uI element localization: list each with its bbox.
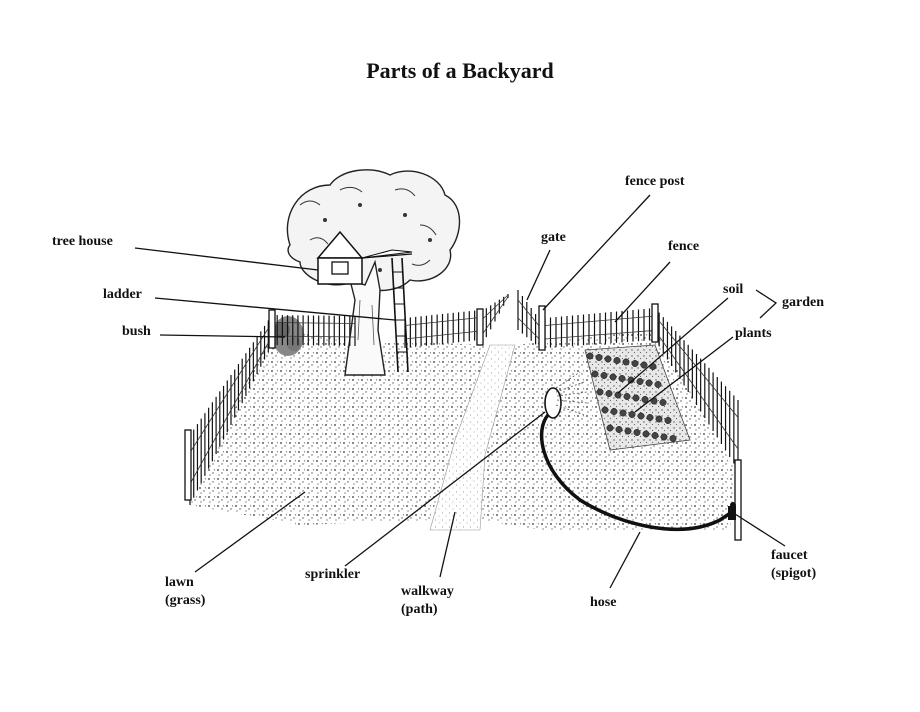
garden-bracket [755,289,778,319]
pointer-lines [134,194,786,589]
right-side-fence [654,308,739,470]
lawn-label: lawn (grass) [165,574,205,610]
lawn-label-line1: lawn [165,575,194,590]
plant [622,358,630,366]
back-middle-fence [404,310,481,348]
plant [655,415,663,423]
walkway-label: walkway (path) [401,583,454,619]
faucet [728,502,736,520]
left-gate-fence [481,294,509,345]
walkway-label-line1: walkway [401,584,454,599]
plant [659,399,667,406]
hose-label: hose [590,595,617,610]
hose [539,413,733,531]
walkway-pointer [439,511,456,578]
lawn-area [190,330,490,525]
bush-pointer [159,334,286,338]
plant [628,411,636,418]
plant [600,372,608,379]
fence-post-corner-right [651,303,659,343]
plant [605,390,613,397]
plant [619,409,627,417]
back-right-fence [544,308,656,348]
gate-label: gate [541,230,566,245]
lawn-pointer [194,491,306,573]
plant [654,381,662,388]
fence-post-gate-left [476,308,484,346]
faucet-label: faucet (spigot) [771,547,816,583]
plant [624,427,632,435]
fence-pointer [614,261,671,323]
sprinkler-label: sprinkler [305,567,361,582]
plant [606,424,614,432]
fence-label: fence [668,239,700,254]
plant [609,373,617,381]
garden-bed [584,344,691,451]
faucet-label-line1: faucet [771,548,808,563]
plant [615,426,623,433]
plant [633,429,641,436]
hose-pointer [609,531,641,589]
plant [632,394,640,402]
soil-pointer [617,297,729,394]
garden-label: garden [782,295,824,310]
plant [651,432,659,439]
plant [591,370,599,378]
ladder-pointer [154,297,396,321]
plant [642,430,650,438]
sprinkler [544,371,588,419]
walkway-label-line2: (path) [401,602,438,617]
plant [660,433,668,441]
plant [645,379,653,387]
gate-pointer [526,249,551,301]
gate [517,290,541,348]
soil-label: soil [723,282,744,297]
ladder-label: ladder [103,287,142,302]
plant [595,354,603,361]
plant [631,360,639,367]
faucet-label-line2: (spigot) [771,566,817,581]
plant [601,406,609,414]
fence-post-front-left [184,429,192,501]
plants-pointer [634,336,734,413]
plants [586,352,677,442]
plant [627,376,635,384]
plant [641,396,649,403]
plant [636,378,644,385]
plant [669,435,677,442]
fence-post [538,305,546,351]
tree-house [316,230,413,285]
faucet-pointer [734,513,786,547]
lawn-label-line2: (grass) [165,593,206,608]
fence-post-front-right [734,459,742,541]
plant [610,408,618,415]
tree-house-label: tree house [52,234,113,249]
fence-post-label: fence post [625,174,685,189]
plant [604,355,612,363]
bush-label: bush [122,324,151,339]
plant [596,388,604,396]
plant [637,412,645,420]
fence-post-corner-left [268,309,276,349]
plant [640,361,648,369]
tree-house-pointer [134,247,319,271]
plant [623,393,631,400]
diagram-title: Parts of a Backyard [366,58,554,83]
plant [613,357,621,364]
sprinkler-pointer [344,411,546,567]
plant [614,391,622,399]
fence-post-pointer [542,194,651,311]
ladder [391,257,409,373]
plant [618,375,626,382]
plant [646,414,654,421]
plants-label: plants [735,326,772,341]
plant [586,352,594,360]
plant [664,417,672,424]
back-left-fence [271,315,356,346]
